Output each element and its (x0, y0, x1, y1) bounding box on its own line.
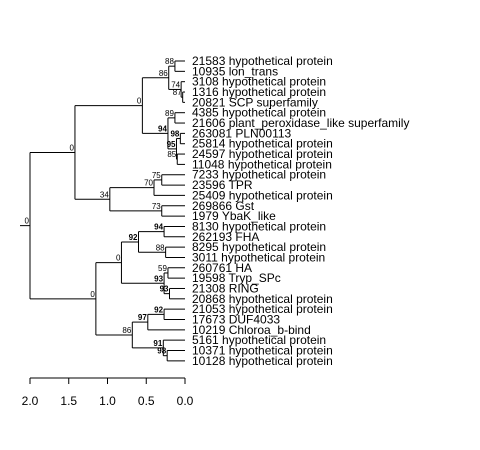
leaf-label: 10128 hypothetical protein (192, 354, 333, 368)
bootstrap-value: 94 (158, 124, 167, 133)
bootstrap-value: 0 (116, 254, 121, 263)
bootstrap-value: 92 (129, 233, 138, 242)
bootstrap-value: 88 (165, 57, 174, 66)
bootstrap-value: 89 (165, 109, 174, 118)
leaf-label: 3011 hypothetical protein (192, 250, 325, 264)
axis-tick-label: 0.5 (138, 394, 155, 408)
tree-branches (20, 60, 185, 362)
leaf-label: 5161 hypothetical protein (192, 333, 326, 347)
leaf-label: 269866 Gst (192, 199, 255, 213)
bootstrap-value: 88 (156, 243, 165, 252)
bootstrap-value: 34 (100, 190, 109, 199)
leaf-label: 262193 FHA (192, 230, 259, 244)
bootstrap-value: 74 (171, 80, 180, 89)
leaf-label: 23596 TPR (192, 178, 253, 192)
bootstrap-labels: 8887748689988595940757073340948892599393… (25, 57, 183, 356)
leaf-label: 24597 hypothetical protein (192, 147, 333, 161)
bootstrap-value: 98 (157, 347, 166, 356)
leaf-label: 21583 hypothetical protein (192, 54, 333, 68)
bootstrap-value: 0 (25, 217, 30, 226)
axis-tick-label: 0.0 (177, 394, 194, 408)
leaf-label: 20868 hypothetical protein (192, 292, 333, 306)
leaf-label: 11048 hypothetical protein (192, 157, 332, 171)
leaf-label: 25409 hypothetical protein (192, 188, 333, 202)
bootstrap-value: 98 (170, 130, 179, 139)
bootstrap-value: 73 (152, 202, 161, 211)
leaf-label: 7233 hypothetical protein (192, 168, 326, 182)
leaf-label: 25814 hypothetical protein (192, 137, 333, 151)
axis-tick-label: 2.0 (22, 394, 39, 408)
bootstrap-value: 86 (122, 326, 131, 335)
axis-tick-label: 1.0 (99, 394, 116, 408)
bootstrap-value: 0 (69, 143, 74, 152)
leaf-label: 10219 Chloroa_b-bind (192, 323, 311, 337)
leaf-label: 1979 YbaK_like (192, 209, 276, 223)
bootstrap-value: 92 (154, 305, 163, 314)
bootstrap-value: 87 (173, 88, 182, 97)
bootstrap-value: 59 (158, 264, 167, 273)
leaf-label: 20821 SCP superfamily (192, 95, 318, 109)
leaf-label: 4385 hypothetical protein (192, 106, 326, 120)
bootstrap-value: 95 (167, 140, 176, 149)
bootstrap-value: 0 (90, 290, 95, 299)
bootstrap-value: 85 (167, 150, 176, 159)
bootstrap-value: 70 (144, 179, 153, 188)
leaf-label: 21308 RING (192, 281, 259, 295)
bootstrap-value: 86 (159, 69, 168, 78)
leaf-label: 21606 plant_peroxidase_like superfamily (192, 116, 409, 130)
leaf-label: 263081 PLN00113 (192, 126, 292, 140)
leaf-label: 17673 DUF4033 (192, 313, 280, 327)
bootstrap-value: 94 (154, 223, 163, 232)
leaf-label: 10935 lon_trans (192, 64, 278, 78)
bootstrap-value: 91 (153, 339, 162, 348)
leaf-label: 3108 hypothetical protein (192, 75, 326, 89)
bootstrap-value: 93 (160, 285, 169, 294)
bootstrap-value: 93 (154, 274, 163, 283)
leaf-label: 19598 Tryp_SPc (192, 271, 281, 285)
bootstrap-value: 0 (137, 97, 142, 106)
bootstrap-value: 75 (152, 171, 161, 180)
leaf-label: 8130 hypothetical protein (192, 219, 326, 233)
leaf-label: 8295 hypothetical protein (192, 240, 326, 254)
leaf-label: 1316 hypothetical protein (192, 85, 326, 99)
axis-tick-label: 1.5 (60, 394, 77, 408)
leaf-label: 21053 hypothetical protein (192, 302, 333, 316)
bootstrap-value: 97 (138, 313, 147, 322)
leaf-label: 10371 hypothetical protein (192, 344, 333, 358)
leaf-label: 260761 HA (192, 261, 252, 275)
scale-axis: 2.0 1.5 1.0 0.5 0.0 (22, 377, 194, 408)
